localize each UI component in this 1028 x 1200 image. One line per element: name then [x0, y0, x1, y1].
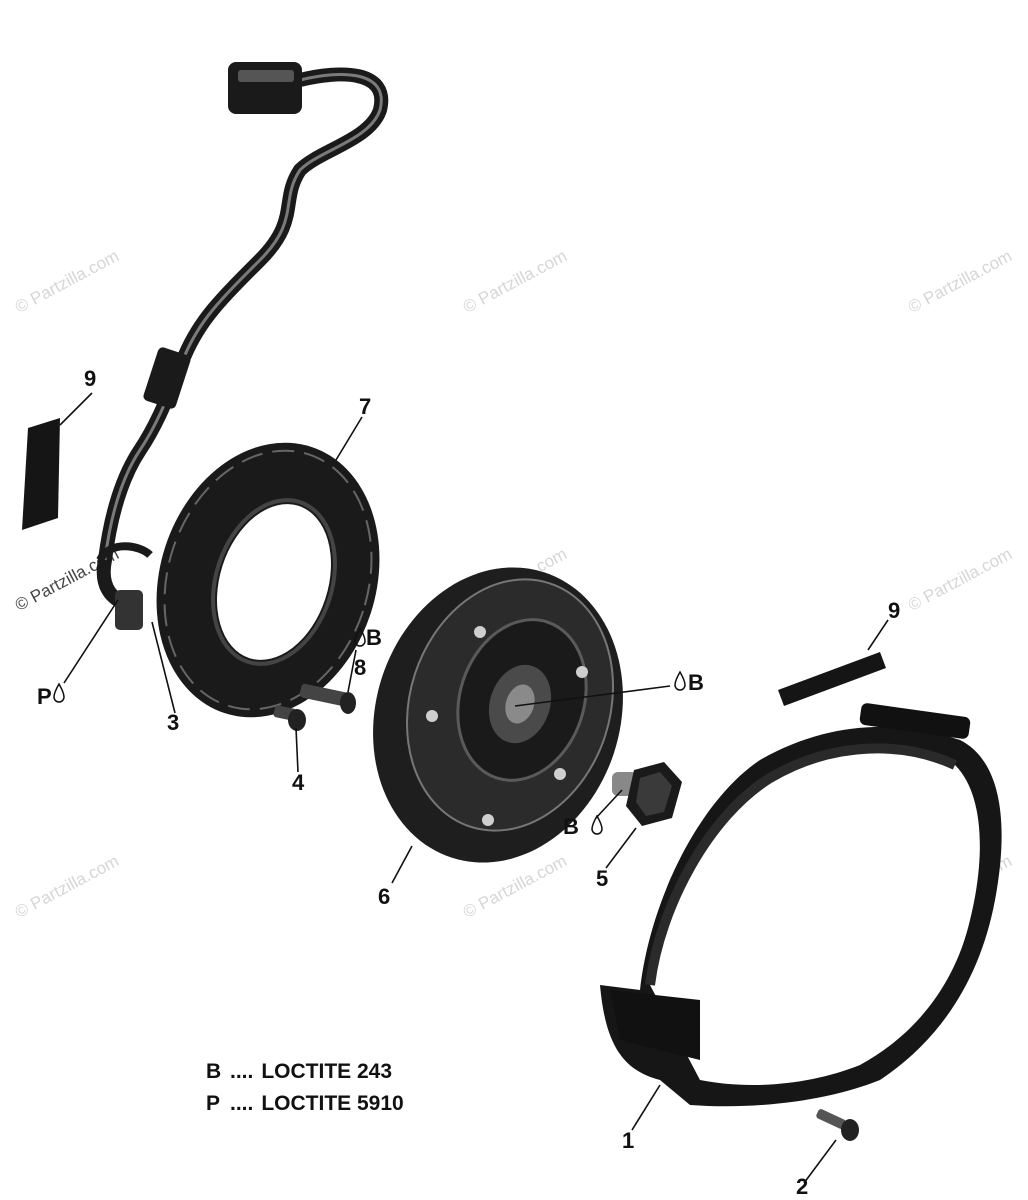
wire-grommet — [143, 347, 191, 409]
callout-8: 8 — [354, 655, 367, 680]
callout-b-center: B — [688, 670, 704, 695]
screw-4 — [273, 705, 306, 731]
callout-4: 4 — [292, 770, 305, 795]
loctite-legend: B.... LOCTITE 243 P.... LOCTITE 5910 — [206, 1056, 404, 1120]
screw-2 — [816, 1109, 859, 1141]
wire-harness — [96, 62, 389, 630]
wire-clip — [115, 590, 143, 630]
legend-text: LOCTITE 5910 — [261, 1092, 404, 1115]
bolt-8 — [299, 683, 356, 714]
callout-6: 6 — [378, 884, 391, 909]
legend-row-b: B.... LOCTITE 243 — [206, 1056, 404, 1088]
callout-b-bolt8: B — [366, 625, 382, 650]
legend-code: B — [206, 1060, 222, 1083]
stator — [156, 442, 380, 718]
callout-3: 3 — [167, 710, 180, 735]
drop-icon — [674, 670, 686, 691]
legend-row-p: P.... LOCTITE 5910 — [206, 1088, 404, 1120]
legend-dots: .... — [230, 1060, 254, 1083]
callout-b-bolt5: B — [563, 814, 579, 839]
loctite-drops — [53, 626, 686, 835]
flywheel — [373, 567, 623, 863]
foam-strip-right — [778, 652, 886, 706]
drop-icon — [354, 626, 366, 647]
legend-code: P — [206, 1092, 221, 1115]
leader-lines — [59, 392, 889, 1184]
callout-5: 5 — [596, 866, 609, 891]
magneto-cover — [600, 703, 1002, 1107]
callout-1: 1 — [622, 1128, 635, 1153]
legend-text: LOCTITE 243 — [261, 1060, 393, 1083]
legend-dots: .... — [230, 1092, 254, 1115]
drop-icon — [591, 814, 603, 835]
callout-9-right: 9 — [888, 598, 901, 623]
callout-7: 7 — [359, 394, 372, 419]
drop-icon — [53, 682, 65, 703]
callout-2: 2 — [796, 1174, 809, 1199]
callout-9-left: 9 — [84, 366, 97, 391]
foam-strip-left — [22, 418, 60, 530]
callout-p: P — [37, 684, 52, 709]
connector — [228, 62, 302, 114]
flywheel-nut — [612, 762, 682, 826]
